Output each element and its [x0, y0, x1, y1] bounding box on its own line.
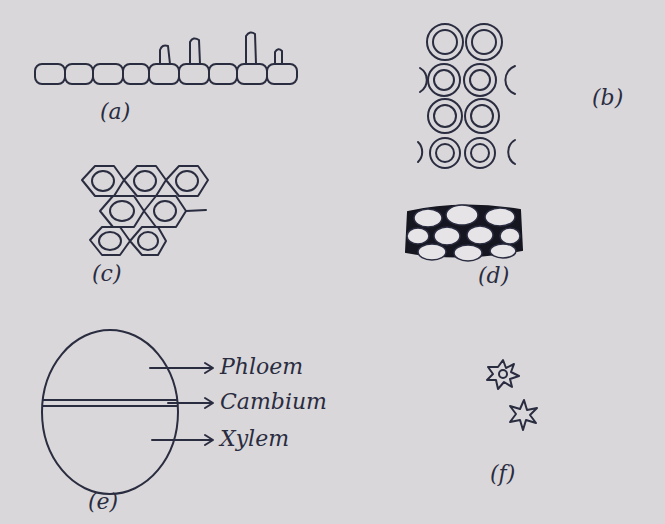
thick-walled-cells [418, 24, 515, 168]
cell-filament [35, 32, 297, 84]
figure-letter: (b) [592, 86, 623, 110]
figure-letter: (f) [490, 462, 515, 486]
leader-arrows [150, 363, 213, 445]
vascular-section [42, 330, 178, 494]
dark-tissue [406, 205, 522, 261]
part-label: Cambium [220, 390, 327, 414]
part-label: Xylem [220, 427, 289, 451]
figure-letter: (a) [100, 100, 130, 124]
parenchyma-cells [82, 166, 208, 255]
stellate-cells [487, 360, 537, 430]
figure-letter: (e) [88, 490, 118, 514]
figure-letter: (c) [92, 262, 122, 286]
part-label: Phloem [220, 355, 303, 379]
figure-letter: (d) [478, 264, 509, 288]
